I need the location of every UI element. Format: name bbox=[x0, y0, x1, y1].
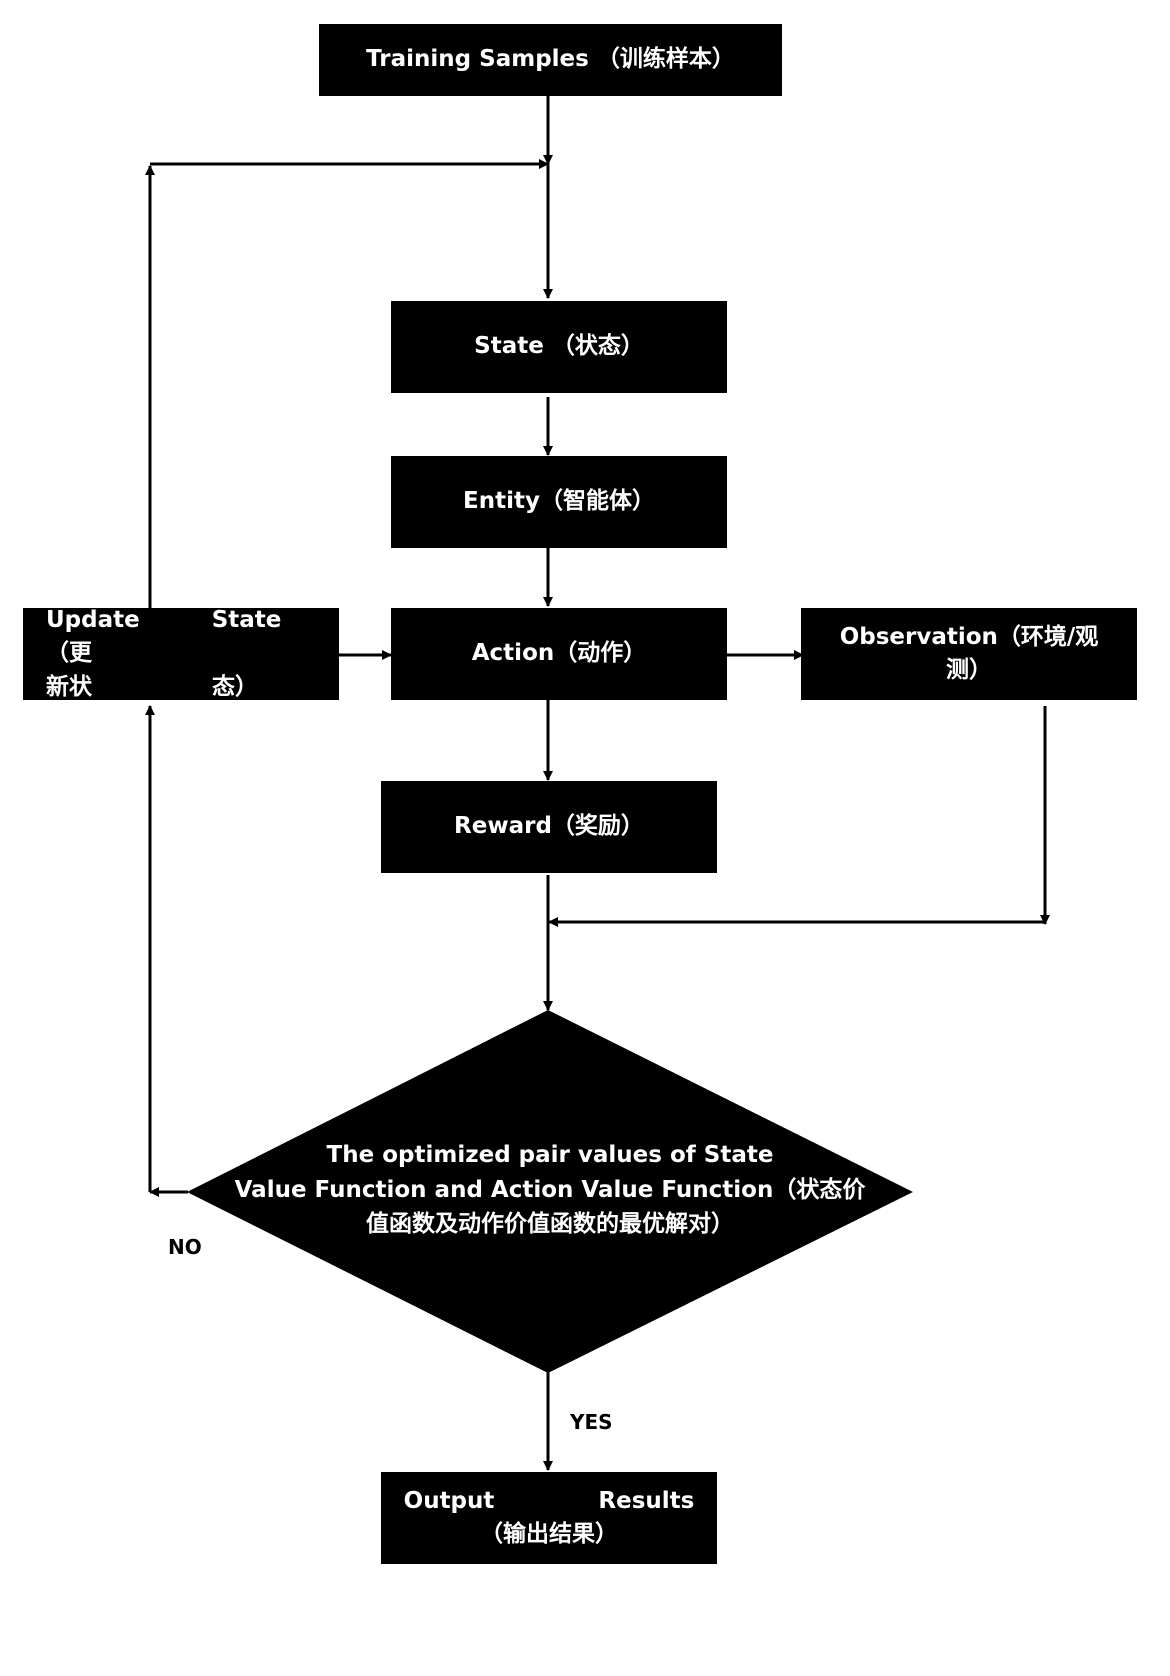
state-node: State （状态） bbox=[391, 301, 727, 393]
action-label: Action（动作） bbox=[471, 640, 647, 667]
decision-text: The optimized pair values of State Value… bbox=[230, 1138, 870, 1242]
update-state-label-line-1: Update State（更 bbox=[46, 606, 282, 667]
decision-diamond bbox=[187, 1010, 913, 1373]
reward-label: Reward（奖励） bbox=[454, 813, 644, 840]
training-samples-label: Training Samples （训练样本） bbox=[366, 46, 735, 73]
no-edge-label: NO bbox=[168, 1235, 202, 1259]
action-node: Action（动作） bbox=[391, 608, 727, 700]
observation-label-line-1: Observation（环境/观 bbox=[839, 623, 1099, 650]
decision-label-line-3: 值函数及动作价值函数的最优解对） bbox=[366, 1211, 734, 1237]
state-label: State （状态） bbox=[474, 333, 644, 360]
output-results-label-line-1: Output Results bbox=[403, 1487, 695, 1514]
observation-node: Observation（环境/观 测） bbox=[801, 608, 1137, 700]
entity-label: Entity（智能体） bbox=[463, 488, 655, 515]
update-state-node: Update State（更 新状 态） bbox=[23, 607, 339, 700]
output-results-label-line-2: （输出结果） bbox=[480, 1521, 618, 1547]
decision-label-line-2: Value Function and Action Value Function… bbox=[234, 1176, 866, 1203]
observation-label-line-2: 测） bbox=[946, 657, 992, 683]
training-samples-node: Training Samples （训练样本） bbox=[319, 24, 782, 96]
decision-label-line-1: The optimized pair values of State bbox=[326, 1142, 774, 1168]
entity-node: Entity（智能体） bbox=[391, 456, 727, 548]
update-state-label-line-2: 新状 态） bbox=[46, 673, 259, 700]
reward-node: Reward（奖励） bbox=[381, 781, 717, 873]
yes-edge-label: YES bbox=[570, 1410, 613, 1434]
output-results-node: Output Results （输出结果） bbox=[381, 1472, 717, 1564]
